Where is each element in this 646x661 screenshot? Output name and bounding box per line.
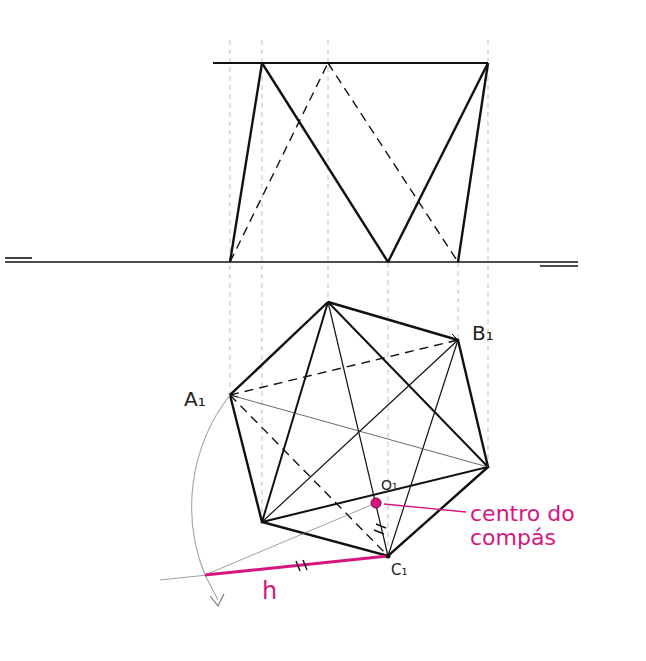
drawing-line <box>458 262 459 340</box>
drawing-line <box>230 395 488 467</box>
drawing-line <box>303 560 307 570</box>
drawing-line <box>230 63 328 262</box>
drawing-line <box>213 62 488 64</box>
vertex-label: A₁ <box>184 388 206 410</box>
drawing-line <box>488 40 489 467</box>
centre-dot <box>371 498 381 508</box>
drawing-line <box>230 395 388 556</box>
length-label: h <box>262 578 277 604</box>
drawing-line <box>328 63 458 262</box>
drawing-line <box>262 302 488 522</box>
drawing-line <box>205 556 388 575</box>
drawing-line <box>262 63 388 262</box>
drawing-line <box>374 530 384 534</box>
arrow-head <box>230 389 238 397</box>
drawing-line <box>230 302 488 556</box>
arrow-head <box>450 334 458 342</box>
drawing-line <box>540 265 578 267</box>
drawing-line <box>205 575 218 600</box>
drawing-line <box>262 40 263 522</box>
drawing-line <box>384 504 466 512</box>
drawing-line <box>458 63 488 262</box>
drawing-line <box>230 40 231 395</box>
compass-arc <box>192 395 230 575</box>
drawing-line <box>160 556 388 580</box>
drawing-line <box>328 302 388 556</box>
drawing-line <box>5 257 32 259</box>
centre-label: O₁ <box>381 478 398 493</box>
drawing-line <box>296 561 300 571</box>
vertex-dot <box>386 554 391 559</box>
drawing-line <box>5 261 578 263</box>
vertex-label: B₁ <box>472 322 494 344</box>
drawing-line <box>205 503 376 575</box>
drawing-line <box>388 262 389 556</box>
vertex-label: C₁ <box>391 562 408 579</box>
arrow-head <box>210 594 224 606</box>
drawing-line <box>376 524 386 528</box>
drawing-line <box>230 63 262 262</box>
note-label: centro do compás <box>470 502 588 550</box>
